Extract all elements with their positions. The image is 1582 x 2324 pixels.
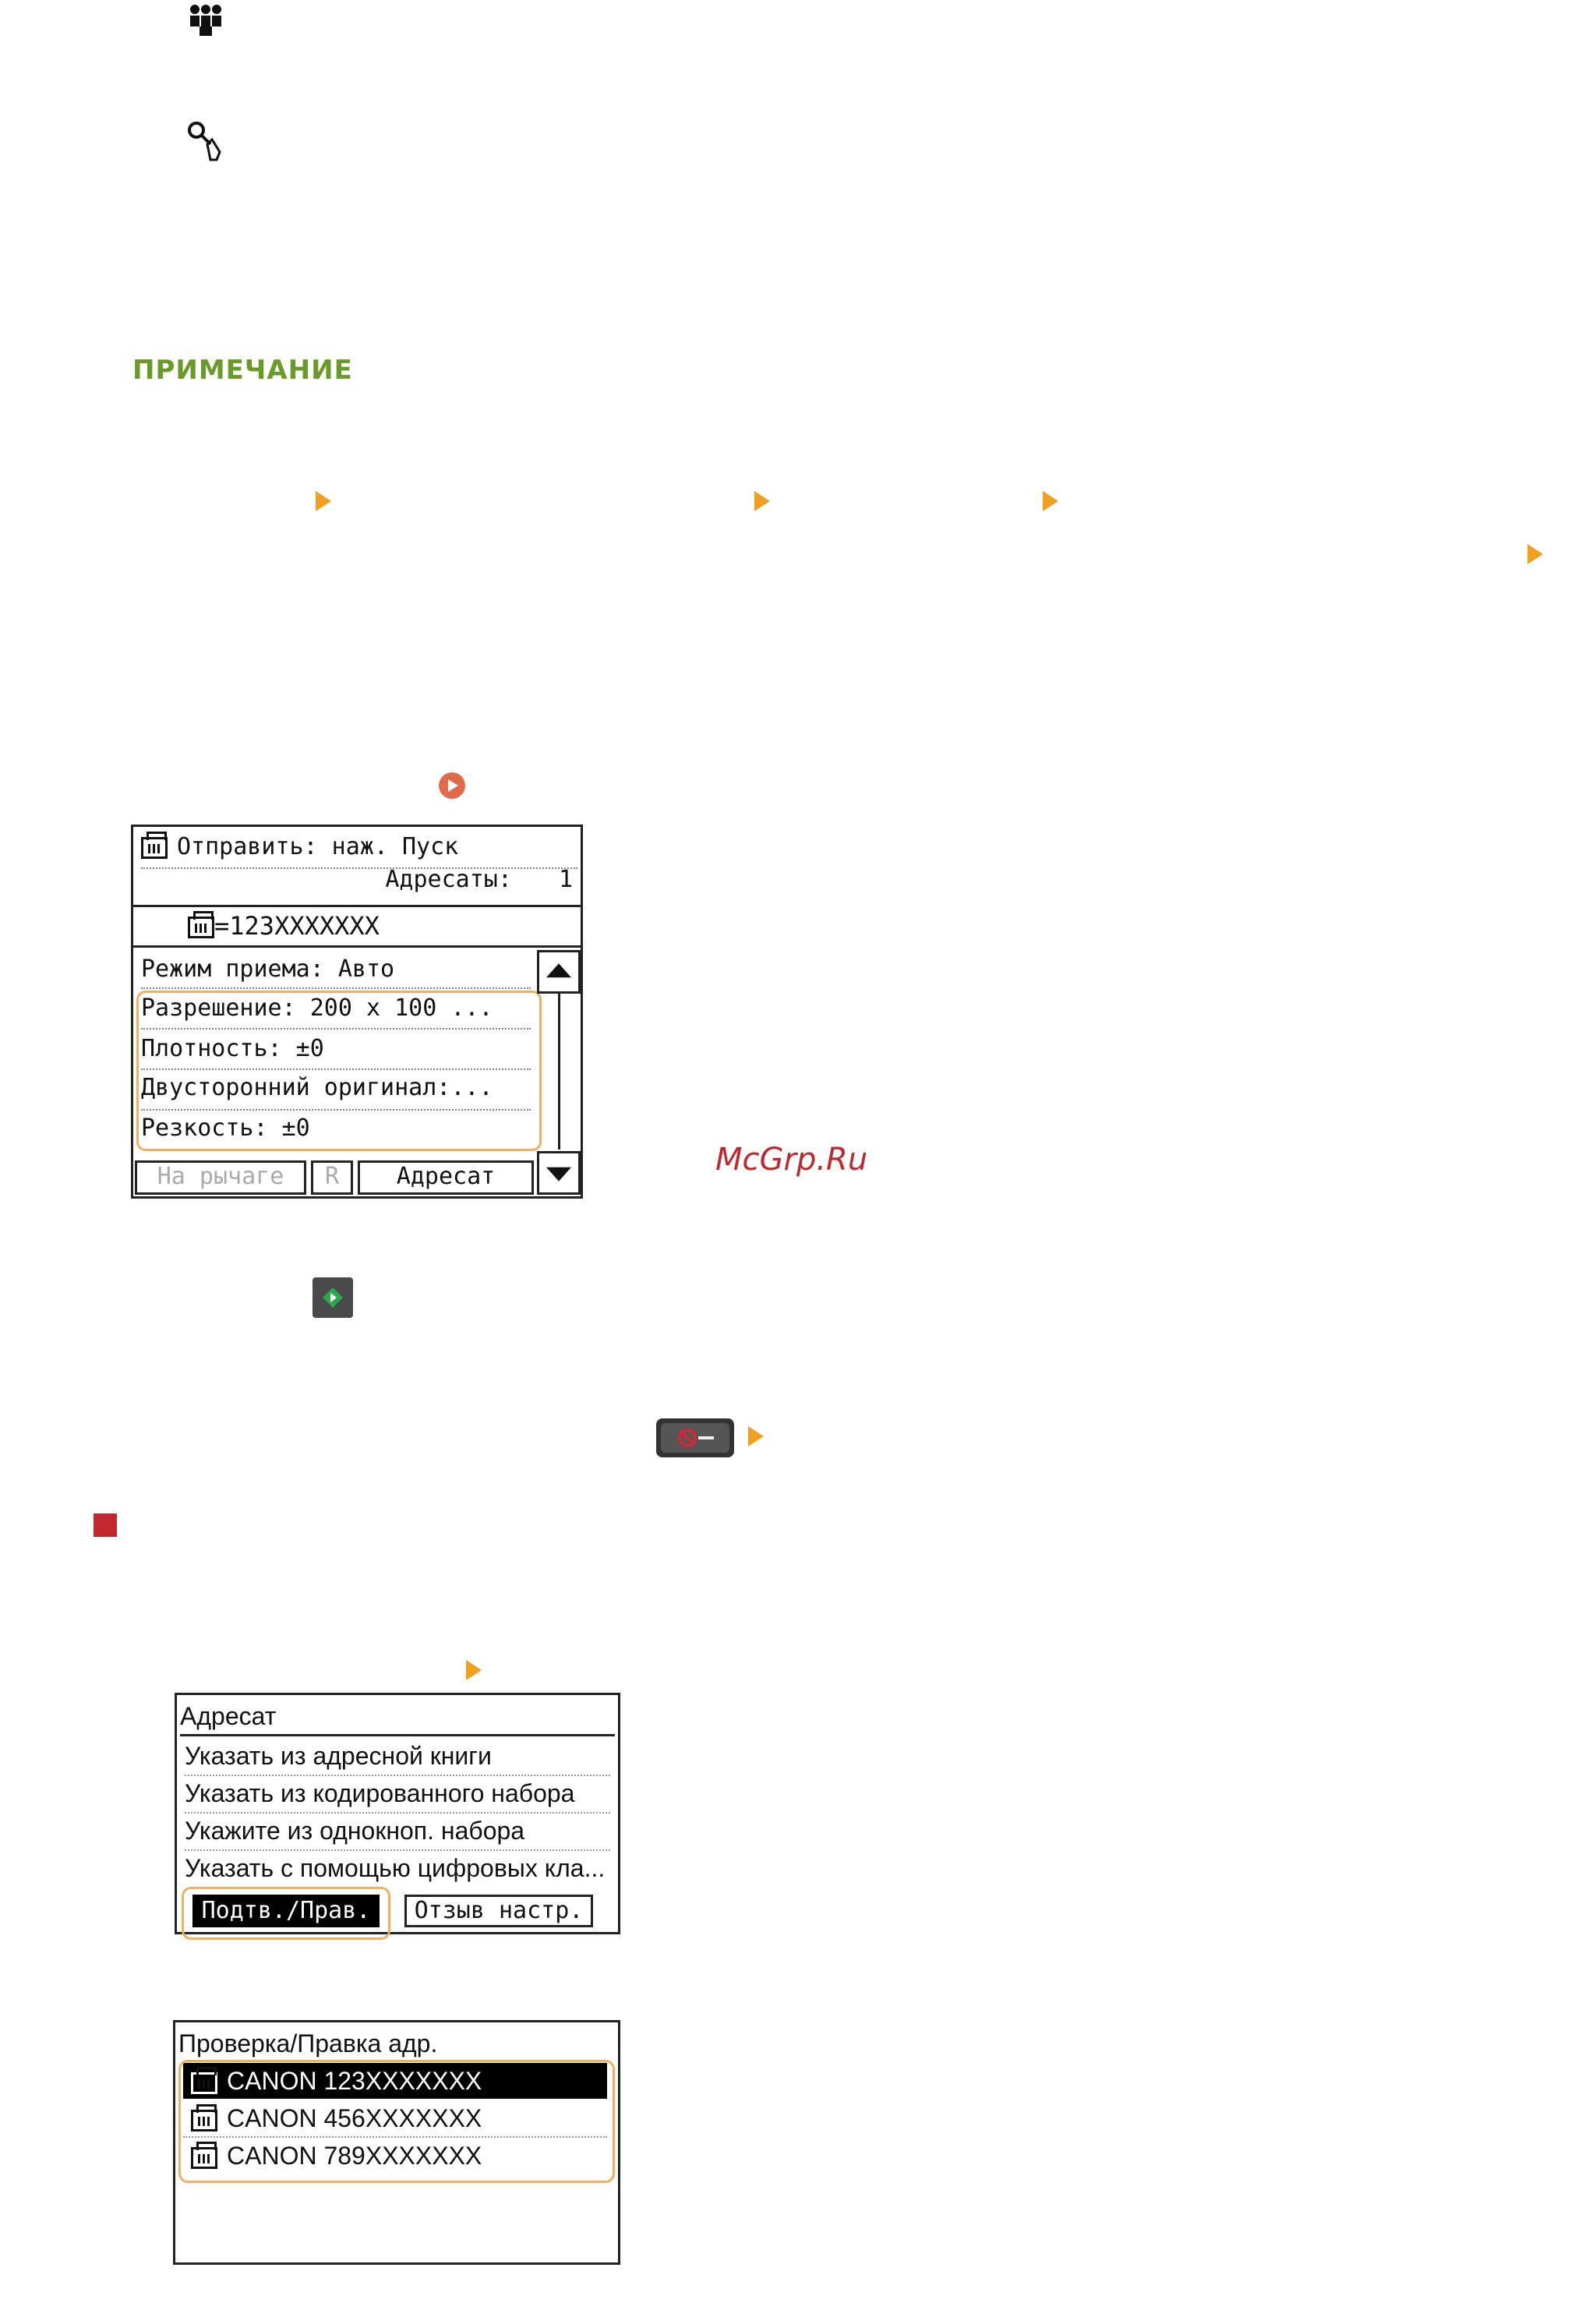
stop-button-icon[interactable]: [655, 1417, 736, 1459]
start-button-icon[interactable]: [312, 1277, 354, 1319]
on-hook-button[interactable]: На рычаге: [135, 1160, 306, 1195]
arrow-down-icon: [546, 1167, 571, 1181]
highlight-frame: [178, 2060, 615, 2183]
scroll-up-button[interactable]: [537, 950, 581, 994]
section-marker: [94, 1513, 117, 1537]
check-edit-screen: Проверка/Правка адр. CANON 123XXXXXXX CA…: [173, 2020, 620, 2265]
note-title: ПРИМЕЧАНИЕ: [132, 355, 353, 386]
recipients-count: 1: [558, 866, 573, 893]
key-pointer-icon: [187, 121, 226, 163]
recipients-label: Адресаты:: [385, 866, 512, 893]
r-button[interactable]: R: [311, 1160, 353, 1195]
list-item[interactable]: Плотность: ±0: [141, 1035, 324, 1062]
list-item[interactable]: CANON 123XXXXXXX: [183, 2063, 607, 2099]
scroll-down-button[interactable]: [537, 1151, 581, 1195]
destination-screen: Адресат Указать из адресной книги Указат…: [175, 1693, 620, 1940]
send-status: Отправить: наж. Пуск: [177, 833, 459, 860]
nav-arrow-icon: [466, 1660, 482, 1680]
list-item[interactable]: Резкость: ±0: [141, 1114, 310, 1142]
group-icon: [187, 3, 224, 37]
nav-arrow-icon: [1527, 544, 1543, 564]
list-item[interactable]: Двусторонний оригинал:...: [141, 1074, 493, 1101]
destination-number: =123XXXXXXX: [214, 911, 380, 941]
nav-arrow-icon: [748, 1426, 764, 1446]
watermark: McGrp.Ru: [715, 1142, 868, 1178]
list-item[interactable]: CANON 456XXXXXXX: [183, 2100, 607, 2138]
link-circle-icon[interactable]: [438, 772, 466, 800]
list-item[interactable]: Указать с помощью цифровых кла...: [185, 1854, 606, 1882]
confirm-edit-button[interactable]: Подтв./Прав.: [192, 1895, 380, 1927]
screen-title: Адресат: [180, 1698, 615, 1736]
list-item[interactable]: Режим приема: Авто: [141, 955, 395, 983]
fax-icon: [188, 911, 214, 938]
nav-arrow-icon: [754, 491, 770, 511]
screen-title: Проверка/Правка адр.: [178, 2029, 438, 2057]
list-item[interactable]: Укажите из однокноп. набора: [185, 1812, 610, 1851]
send-screen: Отправить: наж. Пуск Адресаты: 1 =123XXX…: [131, 825, 583, 1199]
fax-icon: [191, 2103, 217, 2132]
fax-icon: [191, 2141, 217, 2169]
list-item[interactable]: Разрешение: 200 x 100 ...: [141, 994, 493, 1022]
nav-arrow-icon: [1043, 491, 1058, 511]
list-item[interactable]: Указать из адресной книги: [185, 1737, 610, 1776]
fax-icon: [191, 2066, 217, 2094]
list-item[interactable]: Указать из кодированного набора: [185, 1775, 610, 1814]
arrow-up-icon: [546, 963, 571, 978]
recall-settings-button[interactable]: Отзыв настр.: [404, 1895, 593, 1927]
destination-button[interactable]: Адресат: [358, 1160, 534, 1195]
highlight-frame: [136, 991, 542, 1151]
highlight-frame: [182, 1887, 390, 1940]
fax-icon: [141, 831, 168, 859]
nav-arrow-icon: [316, 491, 331, 511]
list-item[interactable]: CANON 789XXXXXXX: [183, 2138, 607, 2174]
